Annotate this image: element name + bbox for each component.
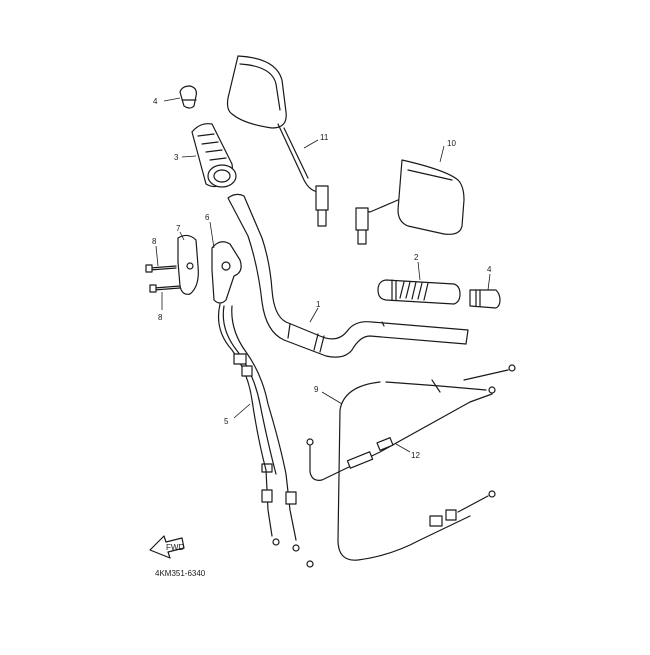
diagram-code: 4KM351-6340 bbox=[155, 569, 206, 578]
handlebar bbox=[227, 193, 469, 358]
callout-2: 2 bbox=[414, 253, 419, 262]
bolt-lower bbox=[149, 284, 181, 293]
callout-4-left: 4 bbox=[153, 97, 158, 106]
leader-lines bbox=[155, 97, 491, 453]
callout-12: 12 bbox=[411, 451, 420, 460]
fwd-label: FWD bbox=[166, 543, 184, 552]
lever-bracket-6 bbox=[211, 241, 242, 304]
callout-5: 5 bbox=[224, 417, 229, 426]
callout-1: 1 bbox=[316, 300, 321, 309]
clutch-cable bbox=[337, 364, 516, 561]
bolt-upper bbox=[145, 264, 177, 273]
throttle-cable bbox=[217, 303, 314, 568]
callout-10: 10 bbox=[447, 139, 456, 148]
lever-bracket-7 bbox=[177, 234, 199, 295]
cable-12 bbox=[306, 393, 493, 481]
callout-8-upper: 8 bbox=[152, 237, 157, 246]
grip-right bbox=[377, 279, 461, 305]
mirror-left bbox=[226, 55, 329, 227]
callout-8-lower: 8 bbox=[158, 313, 163, 322]
callouts: 4 3 11 10 2 4 1 7 6 8 8 5 9 12 bbox=[152, 97, 492, 460]
grip-left bbox=[191, 123, 237, 188]
fwd-arrow-icon: FWD bbox=[149, 535, 185, 559]
callout-6: 6 bbox=[205, 213, 210, 222]
grip-end-left bbox=[179, 85, 197, 109]
callout-7: 7 bbox=[176, 224, 181, 233]
grip-end-right bbox=[469, 289, 501, 309]
callout-11: 11 bbox=[320, 133, 329, 142]
callout-4-right: 4 bbox=[487, 265, 492, 274]
callout-9: 9 bbox=[314, 385, 319, 394]
callout-3: 3 bbox=[174, 153, 179, 162]
mirror-right bbox=[355, 159, 465, 245]
